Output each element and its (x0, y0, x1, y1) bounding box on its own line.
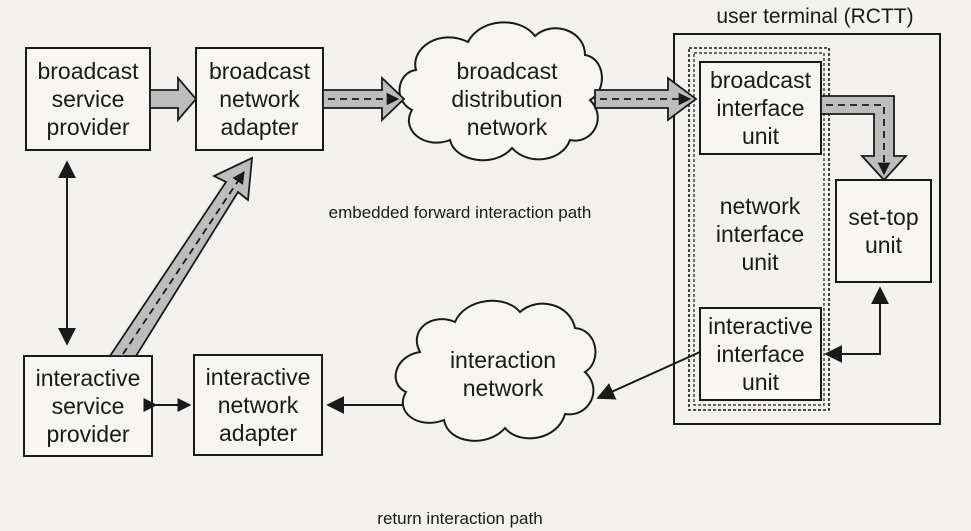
interactive-service-provider-label: interactive service provider (35, 364, 141, 448)
interaction-network-label: interaction network (449, 346, 557, 401)
broadcast-network-adapter-label: broadcast network adapter (208, 57, 310, 141)
broadcast-distribution-network-cloud (398, 21, 603, 162)
broadcast-interface-unit-label: broadcast interface unit (709, 66, 811, 150)
network-interface-unit-label: network interface unit (715, 192, 805, 276)
user-terminal-box (673, 33, 941, 425)
return-path-label: return interaction path (377, 508, 543, 528)
interactive-network-adapter-box (193, 354, 323, 456)
set-top-interactive-link-arrow (824, 286, 889, 363)
network-interface-unit-border (688, 47, 830, 411)
network-interface-unit-inner-border (693, 52, 825, 406)
interactive-interface-unit-label: interactive interface unit (708, 312, 813, 396)
embedded-forward-thick-arrow (108, 156, 254, 357)
user-terminal-title: user terminal (RCTT) (716, 4, 914, 28)
interactive-network-adapter-label: interactive network adapter (205, 363, 311, 447)
broadcast-service-provider-label: broadcast service provider (37, 57, 139, 141)
embedded-forward-dashed-line (122, 170, 245, 355)
broadcast-interface-unit-box (699, 61, 822, 155)
terminal-to-interaction-network-arrow (596, 351, 701, 400)
forward-thick-arrow-3 (594, 76, 698, 122)
forward-thick-arrow-1 (149, 75, 198, 123)
broadcast-distribution-network-label: broadcast distribution network (451, 57, 563, 141)
interactive-service-provider-box (23, 355, 153, 457)
forward-thick-arrow-2 (322, 75, 406, 123)
set-top-unit-label: set-top unit (848, 203, 919, 258)
broadcast-service-provider-box (25, 47, 151, 151)
interactive-interface-unit-box (699, 307, 822, 401)
forward-thick-arrow-4 (820, 95, 909, 182)
interaction-network-cloud (394, 299, 597, 442)
set-top-unit-box (835, 179, 932, 283)
embedded-forward-path-label: embedded forward interaction path (328, 202, 592, 222)
broadcast-network-adapter-box (195, 47, 324, 151)
